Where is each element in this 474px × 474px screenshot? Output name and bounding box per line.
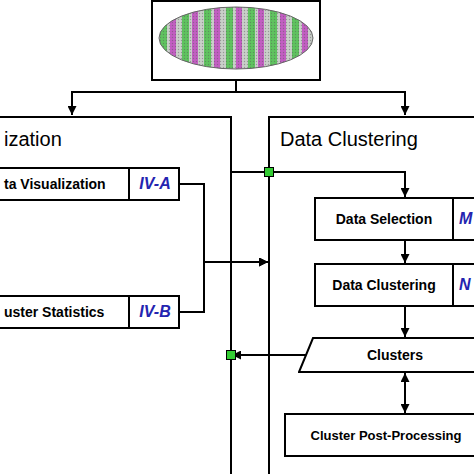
embryo-stripes bbox=[158, 5, 316, 73]
box-label: ta Visualization bbox=[4, 169, 128, 199]
process-box: Cluster Post-Processing bbox=[284, 413, 474, 457]
process-box: uster StatisticsIV-B bbox=[0, 295, 180, 329]
box-label: uster Statistics bbox=[4, 297, 128, 327]
group-title: Data Clustering bbox=[280, 124, 474, 154]
embryo-illustration bbox=[152, 1, 320, 80]
embryo-mesh bbox=[158, 5, 316, 73]
split-arrows bbox=[71, 80, 406, 115]
box-label: Clusters bbox=[298, 337, 474, 373]
embryo-outline bbox=[159, 7, 313, 69]
section-number: M bbox=[452, 199, 474, 239]
split-stem bbox=[235, 80, 237, 92]
split-arrow bbox=[71, 92, 73, 115]
group-title: ization bbox=[4, 124, 204, 154]
process-box: Data SelectionM bbox=[314, 197, 474, 241]
box-label: Data Clustering bbox=[316, 265, 452, 305]
split-arrow bbox=[404, 92, 406, 115]
split-bar bbox=[71, 91, 406, 93]
box-label: Data Selection bbox=[316, 199, 452, 239]
box-label: Cluster Post-Processing bbox=[286, 415, 474, 455]
group-panel: ization ta VisualizationIV-A uster Statist… bbox=[0, 116, 232, 474]
process-box: Data ClusteringN bbox=[314, 263, 474, 307]
process-box: ta VisualizationIV-A bbox=[0, 167, 180, 201]
section-number: N bbox=[452, 265, 474, 305]
data-parallelogram: Clusters bbox=[298, 337, 474, 373]
section-number: IV-A bbox=[128, 169, 180, 199]
group-panel: Data ClusteringData SelectionMData Clust… bbox=[268, 116, 474, 474]
image-frame bbox=[152, 1, 320, 80]
section-number: IV-B bbox=[128, 297, 180, 327]
parallelogram-shape bbox=[299, 338, 474, 372]
